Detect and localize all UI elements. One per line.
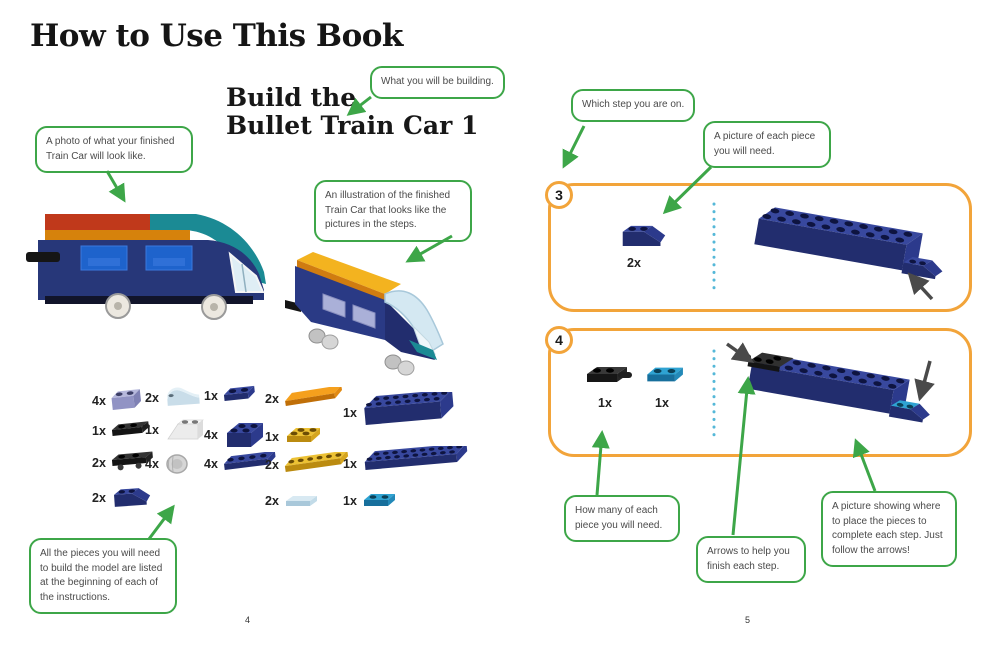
parts-list-item: 2x — [265, 452, 354, 478]
step4-part2-qty: 1x — [655, 396, 669, 410]
windshield — [412, 325, 437, 355]
blue-brick-2x8-piece — [364, 392, 454, 426]
parts-list-item: 2x — [265, 387, 346, 411]
parts-list-item: 4x — [204, 452, 281, 476]
step4-part-black-coupler-plate — [587, 367, 632, 382]
part-qty: 2x — [265, 494, 279, 508]
parts-list-item: 4x — [204, 419, 267, 451]
part-qty: 1x — [145, 423, 159, 437]
canopy — [384, 290, 444, 356]
callout-which-step: Which step you are on. — [571, 89, 696, 122]
window — [352, 304, 376, 329]
parts-list-item: 1x — [343, 392, 462, 434]
train-illustration-graphic — [285, 252, 444, 376]
step-4-number: 4 — [545, 326, 573, 354]
part-qty: 1x — [343, 457, 357, 471]
blue-plate-1x4-piece — [223, 452, 276, 471]
part-qty: 2x — [145, 391, 159, 405]
page-title: How to Use This Book — [30, 18, 403, 54]
light-blue-tile-1x2-piece — [285, 496, 317, 506]
step4-separator-dotted-line — [712, 349, 716, 441]
part-qty: 1x — [92, 424, 106, 438]
orange-tile-1x6-piece — [284, 387, 342, 407]
callout-how-many: How many of each piece you will need. — [564, 495, 680, 542]
part-qty: 2x — [265, 392, 279, 406]
parts-list-item: 4x — [145, 451, 192, 477]
azure-plate-1x2-piece — [363, 494, 395, 506]
left-page-number: 4 — [245, 615, 251, 625]
part-qty: 1x — [265, 430, 279, 444]
parts-list-item: 2x — [265, 492, 320, 510]
build-heading-line1: Build the — [226, 83, 357, 112]
step-3-number: 3 — [545, 181, 573, 209]
callout-arrows-help: Arrows to help you finish each step. — [696, 536, 806, 583]
part-qty: 2x — [92, 491, 106, 505]
grey-wheel-piece — [166, 454, 188, 474]
callout-piece-picture: A picture of each piece you will need. — [703, 121, 831, 168]
part-qty: 4x — [145, 457, 159, 471]
parts-list-item: 2x — [145, 385, 204, 411]
callout-illustration: An illustration of the finished Train Ca… — [314, 180, 472, 242]
blue-inverted-slope-piece — [113, 488, 151, 507]
yellow-plate-2x2-piece — [286, 428, 320, 442]
train-photo-graphic — [26, 214, 266, 320]
light-blue-curved-slope-piece — [166, 387, 200, 406]
window — [322, 293, 346, 318]
callout-what-building: What you will be building. — [370, 66, 505, 99]
parts-list-item: 1x — [204, 385, 259, 407]
callout-photo: A photo of what your finished Train Car … — [35, 126, 193, 173]
parts-list-item: 1x — [92, 420, 155, 442]
blue-plate-2x10-piece — [364, 446, 468, 471]
right-page-number: 5 — [745, 615, 751, 625]
parts-list-item: 1x — [265, 424, 324, 450]
step-3-box — [548, 183, 972, 312]
yellow-plate-1x6-piece — [284, 452, 349, 473]
parts-list-item: 1x — [343, 490, 398, 512]
wheel — [397, 360, 415, 376]
part-qty: 2x — [92, 456, 106, 470]
part-qty: 4x — [92, 394, 106, 408]
parts-list-item: 1x — [145, 416, 204, 444]
parts-list-item: 4x — [92, 388, 147, 414]
parts-list-item: 1x — [343, 446, 474, 482]
step4-part-azure-plate-1x2 — [647, 367, 683, 382]
coupler — [26, 252, 60, 262]
black-wheel-holder-plate-piece — [111, 451, 153, 471]
build-heading: Build the Bullet Train Car 1 — [226, 84, 478, 139]
parts-list-item: 2x — [92, 450, 157, 476]
callout-all-pieces: All the pieces you will need to build th… — [29, 538, 177, 614]
step4-assembly-graphic — [739, 352, 930, 423]
green-arrow-all-pieces — [147, 504, 175, 540]
parts-list-item: 2x — [92, 485, 155, 511]
build-heading-line2: Bullet Train Car 1 — [226, 110, 479, 140]
part-qty: 1x — [343, 494, 357, 508]
step3-separator-dotted-line — [712, 202, 716, 294]
step3-part-qty: 2x — [627, 256, 641, 270]
part-qty: 1x — [204, 389, 218, 403]
part-qty: 2x — [265, 458, 279, 472]
wheel — [321, 334, 339, 350]
lavender-brick-1x2-piece — [111, 389, 141, 411]
part-qty: 4x — [204, 457, 218, 471]
black-clip-plate-piece — [111, 421, 150, 437]
part-qty: 1x — [343, 406, 357, 420]
callout-placement: A picture showing where to place the pie… — [821, 491, 957, 567]
windshield — [228, 251, 265, 293]
step3-part-blue-inverted-slope — [622, 225, 666, 246]
blue-brick-2x2-piece — [226, 423, 263, 447]
blue-plate-1x2-piece — [223, 385, 255, 402]
green-arrow-which-step — [562, 125, 586, 169]
white-slope-piece — [167, 419, 204, 440]
step3-assembly-graphic — [754, 207, 943, 280]
step4-part1-qty: 1x — [598, 396, 612, 410]
part-qty: 4x — [204, 428, 218, 442]
